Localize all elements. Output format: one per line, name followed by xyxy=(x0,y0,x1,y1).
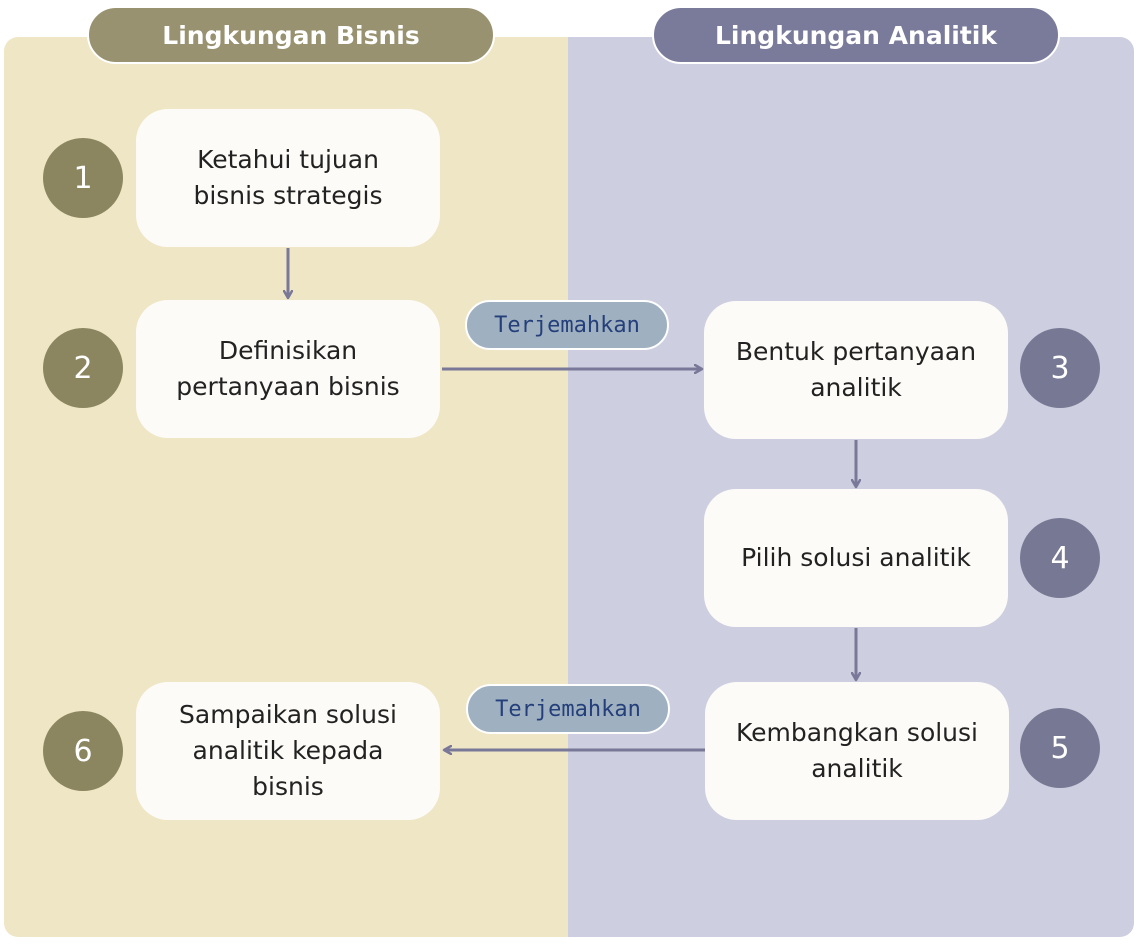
step-4-label: Pilih solusi analitik xyxy=(741,543,971,572)
step-3-badge: 3 xyxy=(1020,328,1100,408)
step-3-box: Bentuk pertanyaan analitik xyxy=(704,301,1008,439)
step-6-badge: 6 xyxy=(43,711,123,791)
step-2-label: Definisikan pertanyaan bisnis xyxy=(176,336,400,401)
step-5-box: Kembangkan solusi analitik xyxy=(705,682,1009,820)
translate-back-label: Terjemahkan xyxy=(466,684,670,734)
step-1-box: Ketahui tujuan bisnis strategis xyxy=(136,109,440,247)
step-2-badge: 2 xyxy=(43,328,123,408)
step-2-box: Definisikan pertanyaan bisnis xyxy=(136,300,440,438)
analytics-header: Lingkungan Analitik xyxy=(652,6,1060,64)
step-4-box: Pilih solusi analitik xyxy=(704,489,1008,627)
business-header: Lingkungan Bisnis xyxy=(87,6,495,64)
translate-forward-label: Terjemahkan xyxy=(465,300,669,350)
step-6-label: Sampaikan solusi analitik kepada bisnis xyxy=(179,700,397,801)
step-6-box: Sampaikan solusi analitik kepada bisnis xyxy=(136,682,440,820)
step-4-badge: 4 xyxy=(1020,518,1100,598)
step-1-label: Ketahui tujuan bisnis strategis xyxy=(193,145,383,210)
step-5-label: Kembangkan solusi analitik xyxy=(735,718,979,783)
step-1-badge: 1 xyxy=(43,138,123,218)
step-5-badge: 5 xyxy=(1020,708,1100,788)
step-3-label: Bentuk pertanyaan analitik xyxy=(735,337,977,402)
